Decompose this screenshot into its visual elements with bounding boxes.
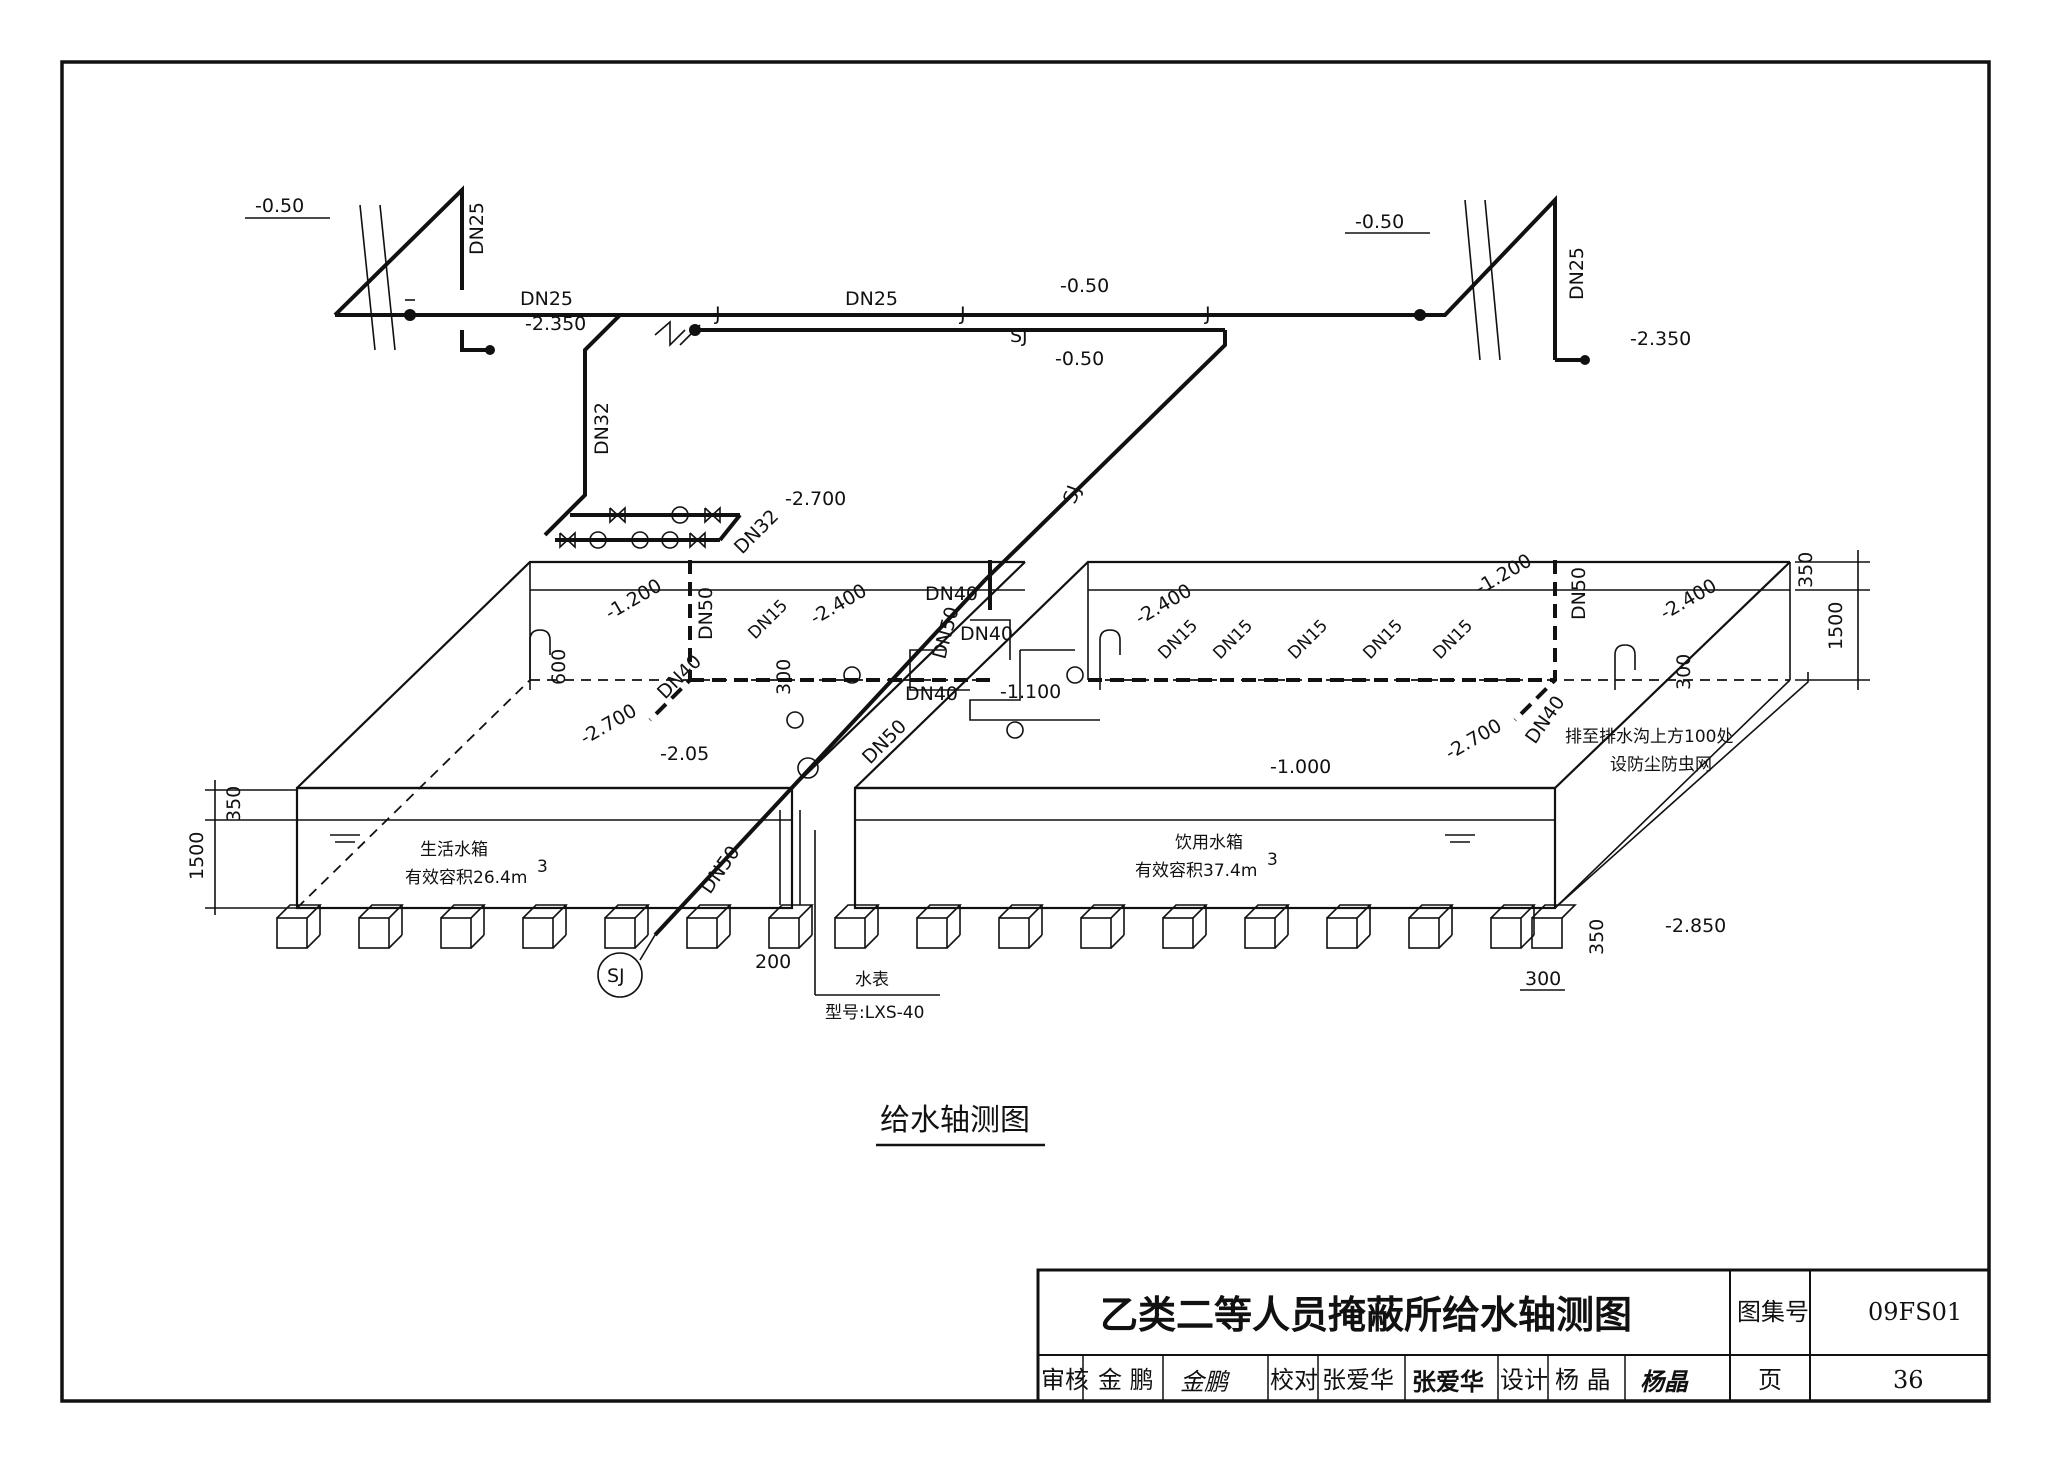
label-dn50-e: DN50 (1568, 567, 1590, 620)
elev-left-2700: -2.700 (577, 700, 641, 750)
design-name: 杨 晶 (1555, 1366, 1611, 1394)
drinking-water-tank (853, 560, 1809, 910)
elev-205: -2.05 (660, 743, 709, 765)
elev-right-2400b: -2.400 (1657, 575, 1721, 625)
label-dn15-r2: DN15 (1209, 616, 1257, 664)
label-dn25-right-vert: DN25 (1566, 247, 1588, 300)
atlas-value: 09FS01 (1868, 1298, 1962, 1326)
note-drain-2: 设防尘防虫网 (1610, 755, 1712, 775)
elev-left-2350: -2.350 (525, 313, 586, 335)
elev-left-1200: -1.200 (602, 575, 666, 625)
label-dn50-b: DN50 (929, 604, 964, 661)
elev-left-top: -0.50 (255, 195, 304, 217)
dim-350-right: 350 (1795, 552, 1817, 588)
elev-right-2700: -2.700 (1442, 715, 1506, 765)
page-value: 36 (1893, 1366, 1924, 1394)
label-dn25-left-horiz: DN25 (520, 288, 573, 310)
label-dn25-left-vert: DN25 (466, 202, 488, 255)
page-label: 页 (1758, 1366, 1782, 1394)
label-j1: J (714, 303, 721, 325)
tank-drinking-volume: 有效容积37.4m (1135, 861, 1257, 881)
upper-piping (333, 185, 1590, 998)
label-dn15-r3: DN15 (1284, 616, 1332, 664)
elev-right-1200: -1.200 (1472, 550, 1536, 600)
label-dn50-a: DN50 (695, 587, 717, 640)
tank-domestic-name: 生活水箱 (420, 840, 488, 860)
dim-1500-left: 1500 (186, 832, 208, 880)
note-meter-model: 型号:LXS-40 (825, 1003, 924, 1023)
design-signature: 杨晶 (1640, 1367, 1689, 1396)
tank-domestic-volume: 有效容积26.4m (405, 868, 527, 888)
review-label: 审核 (1041, 1366, 1089, 1394)
elev-1100: -1.100 (1000, 681, 1061, 703)
elev-left-2400: -2.400 (807, 580, 871, 630)
tank-internal-piping (529, 560, 1636, 996)
tank-drinking-name: 饮用水箱 (1175, 833, 1243, 853)
sheet-frame (60, 60, 1991, 1403)
check-label: 校对 (1270, 1366, 1318, 1394)
review-signature: 金鹏 (1180, 1368, 1231, 1396)
elev-right-top: -0.50 (1355, 211, 1404, 233)
label-dn25-center: DN25 (845, 288, 898, 310)
check-name: 张爱华 (1322, 1366, 1394, 1394)
dim-300-bottom: 300 (1525, 968, 1561, 990)
elev-1000: -1.000 (1270, 756, 1331, 778)
label-j3: J (1204, 303, 1211, 325)
elev-center-050a: -0.50 (1060, 275, 1109, 297)
drawing-caption: 给水轴测图 (880, 1103, 1030, 1138)
domestic-water-tank (295, 560, 1026, 910)
label-dn40-e: DN40 (1521, 692, 1569, 748)
notes: 水表 型号:LXS-40 排至排水沟上方100处 设防尘防虫网 (825, 727, 1733, 1023)
label-sj-upper: SJ (1010, 325, 1028, 347)
elev-2850: -2.850 (1665, 915, 1726, 937)
dim-300-right-in: 300 (1673, 654, 1695, 690)
elevation-labels: -0.50 -2.350 -0.50 -0.50 -0.50 -2.350 -2… (245, 195, 1726, 937)
design-label: 设计 (1500, 1366, 1548, 1394)
tank-domestic-volume-sup: 3 (537, 857, 548, 877)
sj-marker-circle (597, 952, 643, 998)
tank-labels: 生活水箱 有效容积26.4m 3 饮用水箱 有效容积37.4m 3 (405, 833, 1278, 888)
elev-center-050b: -0.50 (1055, 348, 1104, 370)
label-dn40-b: DN40 (960, 623, 1013, 645)
elev-2700-top: -2.700 (785, 488, 846, 510)
check-signature: 张爱华 (1412, 1367, 1484, 1396)
dim-350-bottom: 350 (1586, 919, 1608, 955)
elev-right-2350: -2.350 (1630, 328, 1691, 350)
label-sj-circle: SJ (607, 965, 625, 987)
review-name: 金 鹏 (1098, 1366, 1154, 1394)
label-dn32-vert: DN32 (591, 402, 613, 455)
label-dn50-d: DN50 (696, 842, 744, 898)
note-drain-1: 排至排水沟上方100处 (1565, 727, 1733, 747)
label-j2: J (959, 303, 966, 325)
label-dn15-r4: DN15 (1359, 616, 1407, 664)
dim-1500-right: 1500 (1825, 602, 1847, 650)
tank-drinking-volume-sup: 3 (1267, 850, 1278, 870)
tank-supports (276, 904, 1577, 949)
dim-300-left: 300 (773, 659, 795, 695)
label-dn40-c: DN40 (905, 683, 958, 705)
label-dn40-d: DN40 (653, 650, 706, 703)
title-block-title: 乙类二等人员掩蔽所给水轴测图 (1100, 1293, 1632, 1337)
note-meter-label: 水表 (855, 970, 889, 990)
dim-200: 200 (755, 951, 791, 973)
label-dn40-a: DN40 (925, 583, 978, 605)
title-block: 乙类二等人员掩蔽所给水轴测图 图集号 09FS01 审核 金 鹏 金鹏 校对 张… (1036, 1268, 1991, 1403)
atlas-label: 图集号 (1737, 1298, 1809, 1326)
dim-350-left: 350 (223, 786, 245, 822)
label-dn15-r1: DN15 (1154, 616, 1202, 664)
label-dn15-l1: DN15 (744, 596, 792, 644)
dim-600: 600 (548, 649, 570, 685)
label-dn15-r5: DN15 (1429, 616, 1477, 664)
dimension-labels: 350 1500 600 300 350 1500 300 200 300 35… (186, 550, 1870, 991)
